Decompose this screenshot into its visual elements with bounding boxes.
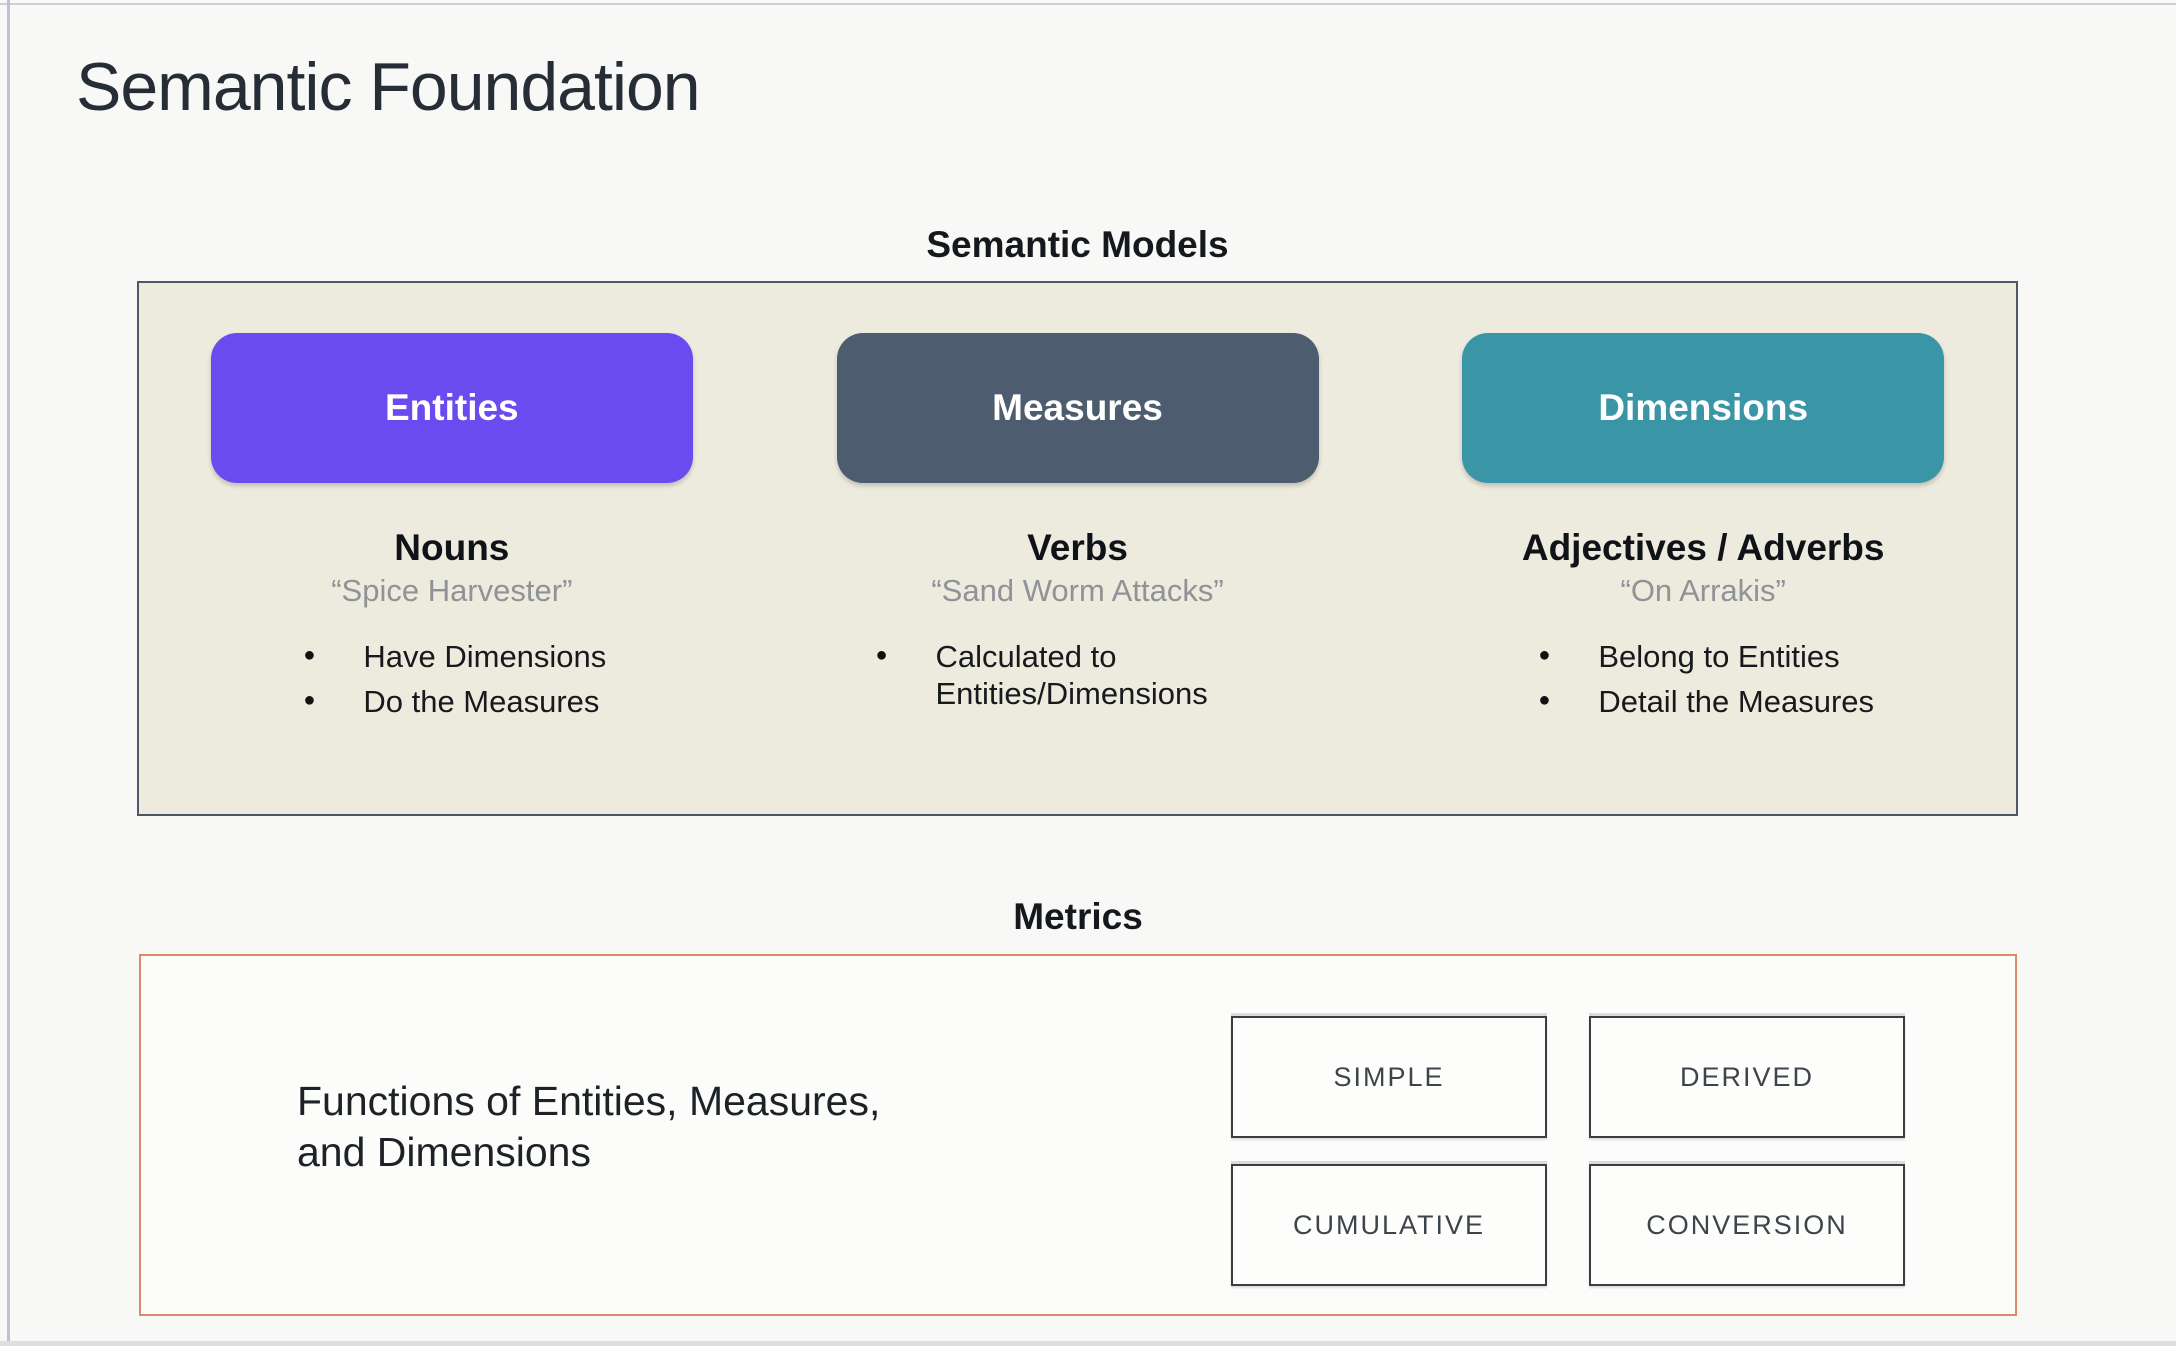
entities-subtitle: Nouns (394, 527, 510, 568)
metric-type-label: DERIVED (1679, 1061, 1815, 1092)
bullet-item: ● Belong to Entities (1532, 639, 1874, 676)
window-top-edge (0, 3, 2176, 5)
measures-bullet-list: ● Calculated to Entities/Dimensions (870, 639, 1286, 720)
bullet-dot-icon: ● (303, 688, 316, 711)
measures-subtitle: Verbs (1027, 527, 1128, 568)
semantic-models-panel: Entities Nouns “Spice Harvester” ● Have D… (137, 281, 2018, 816)
dimensions-subtitle: Adjectives / Adverbs (1521, 527, 1885, 568)
metric-type-grid: SIMPLE DERIVED CUMULATIVE CONVERSION (1231, 1016, 1905, 1286)
bullet-item: ● Do the Measures (297, 684, 606, 721)
entities-pill: Entities (210, 333, 693, 483)
bullet-dot-icon: ● (1538, 688, 1551, 711)
metric-type-label: CUMULATIVE (1292, 1209, 1486, 1240)
bullet-item: ● Detail the Measures (1532, 684, 1874, 721)
dimensions-pill: Dimensions (1462, 333, 1945, 483)
bullet-item: ● Have Dimensions (297, 639, 606, 676)
metrics-heading: Metrics (1013, 896, 1143, 937)
measures-column: Measures Verbs “Sand Worm Attacks” ● Calc… (765, 283, 1391, 814)
measures-quote: “Sand Worm Attacks” (931, 573, 1224, 608)
window-bottom-edge (0, 1341, 2176, 1346)
metric-type-box-derived: DERIVED (1589, 1016, 1905, 1138)
page-title: Semantic Foundation (76, 49, 701, 125)
bullet-text: Do the Measures (363, 683, 600, 719)
semantic-models-heading: Semantic Models (926, 224, 1229, 265)
metric-type-box-conversion: CONVERSION (1589, 1164, 1905, 1286)
bullet-text: Have Dimensions (363, 639, 607, 674)
metric-type-label: CONVERSION (1646, 1209, 1848, 1240)
entities-quote: “Spice Harvester” (331, 573, 573, 608)
dimensions-bullet-list: ● Belong to Entities ● Detail the Measures (1532, 639, 1874, 728)
entities-column: Entities Nouns “Spice Harvester” ● Have D… (139, 283, 765, 814)
bullet-text: Belong to Entities (1598, 639, 1840, 674)
metrics-panel: Functions of Entities, Measures, and Dim… (139, 954, 2017, 1316)
bullet-text: Calculated to Entities/Dimensions (935, 639, 1208, 711)
measures-pill: Measures (836, 333, 1319, 483)
bullet-dot-icon: ● (875, 644, 888, 666)
bullet-item: ● Calculated to Entities/Dimensions (870, 639, 1286, 712)
dimensions-column: Dimensions Adjectives / Adverbs “On Arra… (1390, 283, 2016, 814)
bullet-dot-icon: ● (303, 644, 316, 666)
window-left-edge (7, 0, 10, 1346)
metrics-description: Functions of Entities, Measures, and Dim… (297, 1078, 881, 1175)
metric-type-label: SIMPLE (1333, 1061, 1445, 1092)
entities-bullet-list: ● Have Dimensions ● Do the Measures (297, 639, 606, 728)
bullet-text: Detail the Measures (1598, 683, 1875, 719)
dimensions-quote: “On Arrakis” (1620, 573, 1786, 608)
metric-type-box-simple: SIMPLE (1231, 1016, 1547, 1138)
bullet-dot-icon: ● (1538, 644, 1551, 666)
metric-type-box-cumulative: CUMULATIVE (1231, 1164, 1547, 1286)
